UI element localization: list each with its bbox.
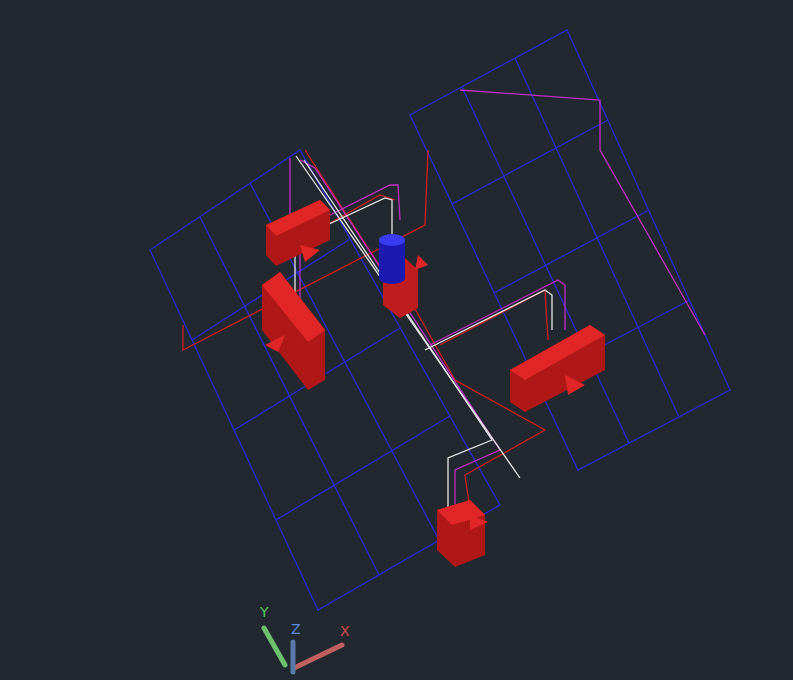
floor-grid xyxy=(150,30,730,610)
pipe xyxy=(183,150,548,510)
equipment-box xyxy=(262,200,605,567)
axis-label: Y xyxy=(260,605,269,619)
axis-label: X xyxy=(340,624,350,638)
pipe xyxy=(290,90,705,515)
pipe xyxy=(295,156,552,510)
axis-label: Z xyxy=(291,622,301,636)
ucs-icon xyxy=(264,628,342,672)
pump-cylinder xyxy=(379,234,405,284)
